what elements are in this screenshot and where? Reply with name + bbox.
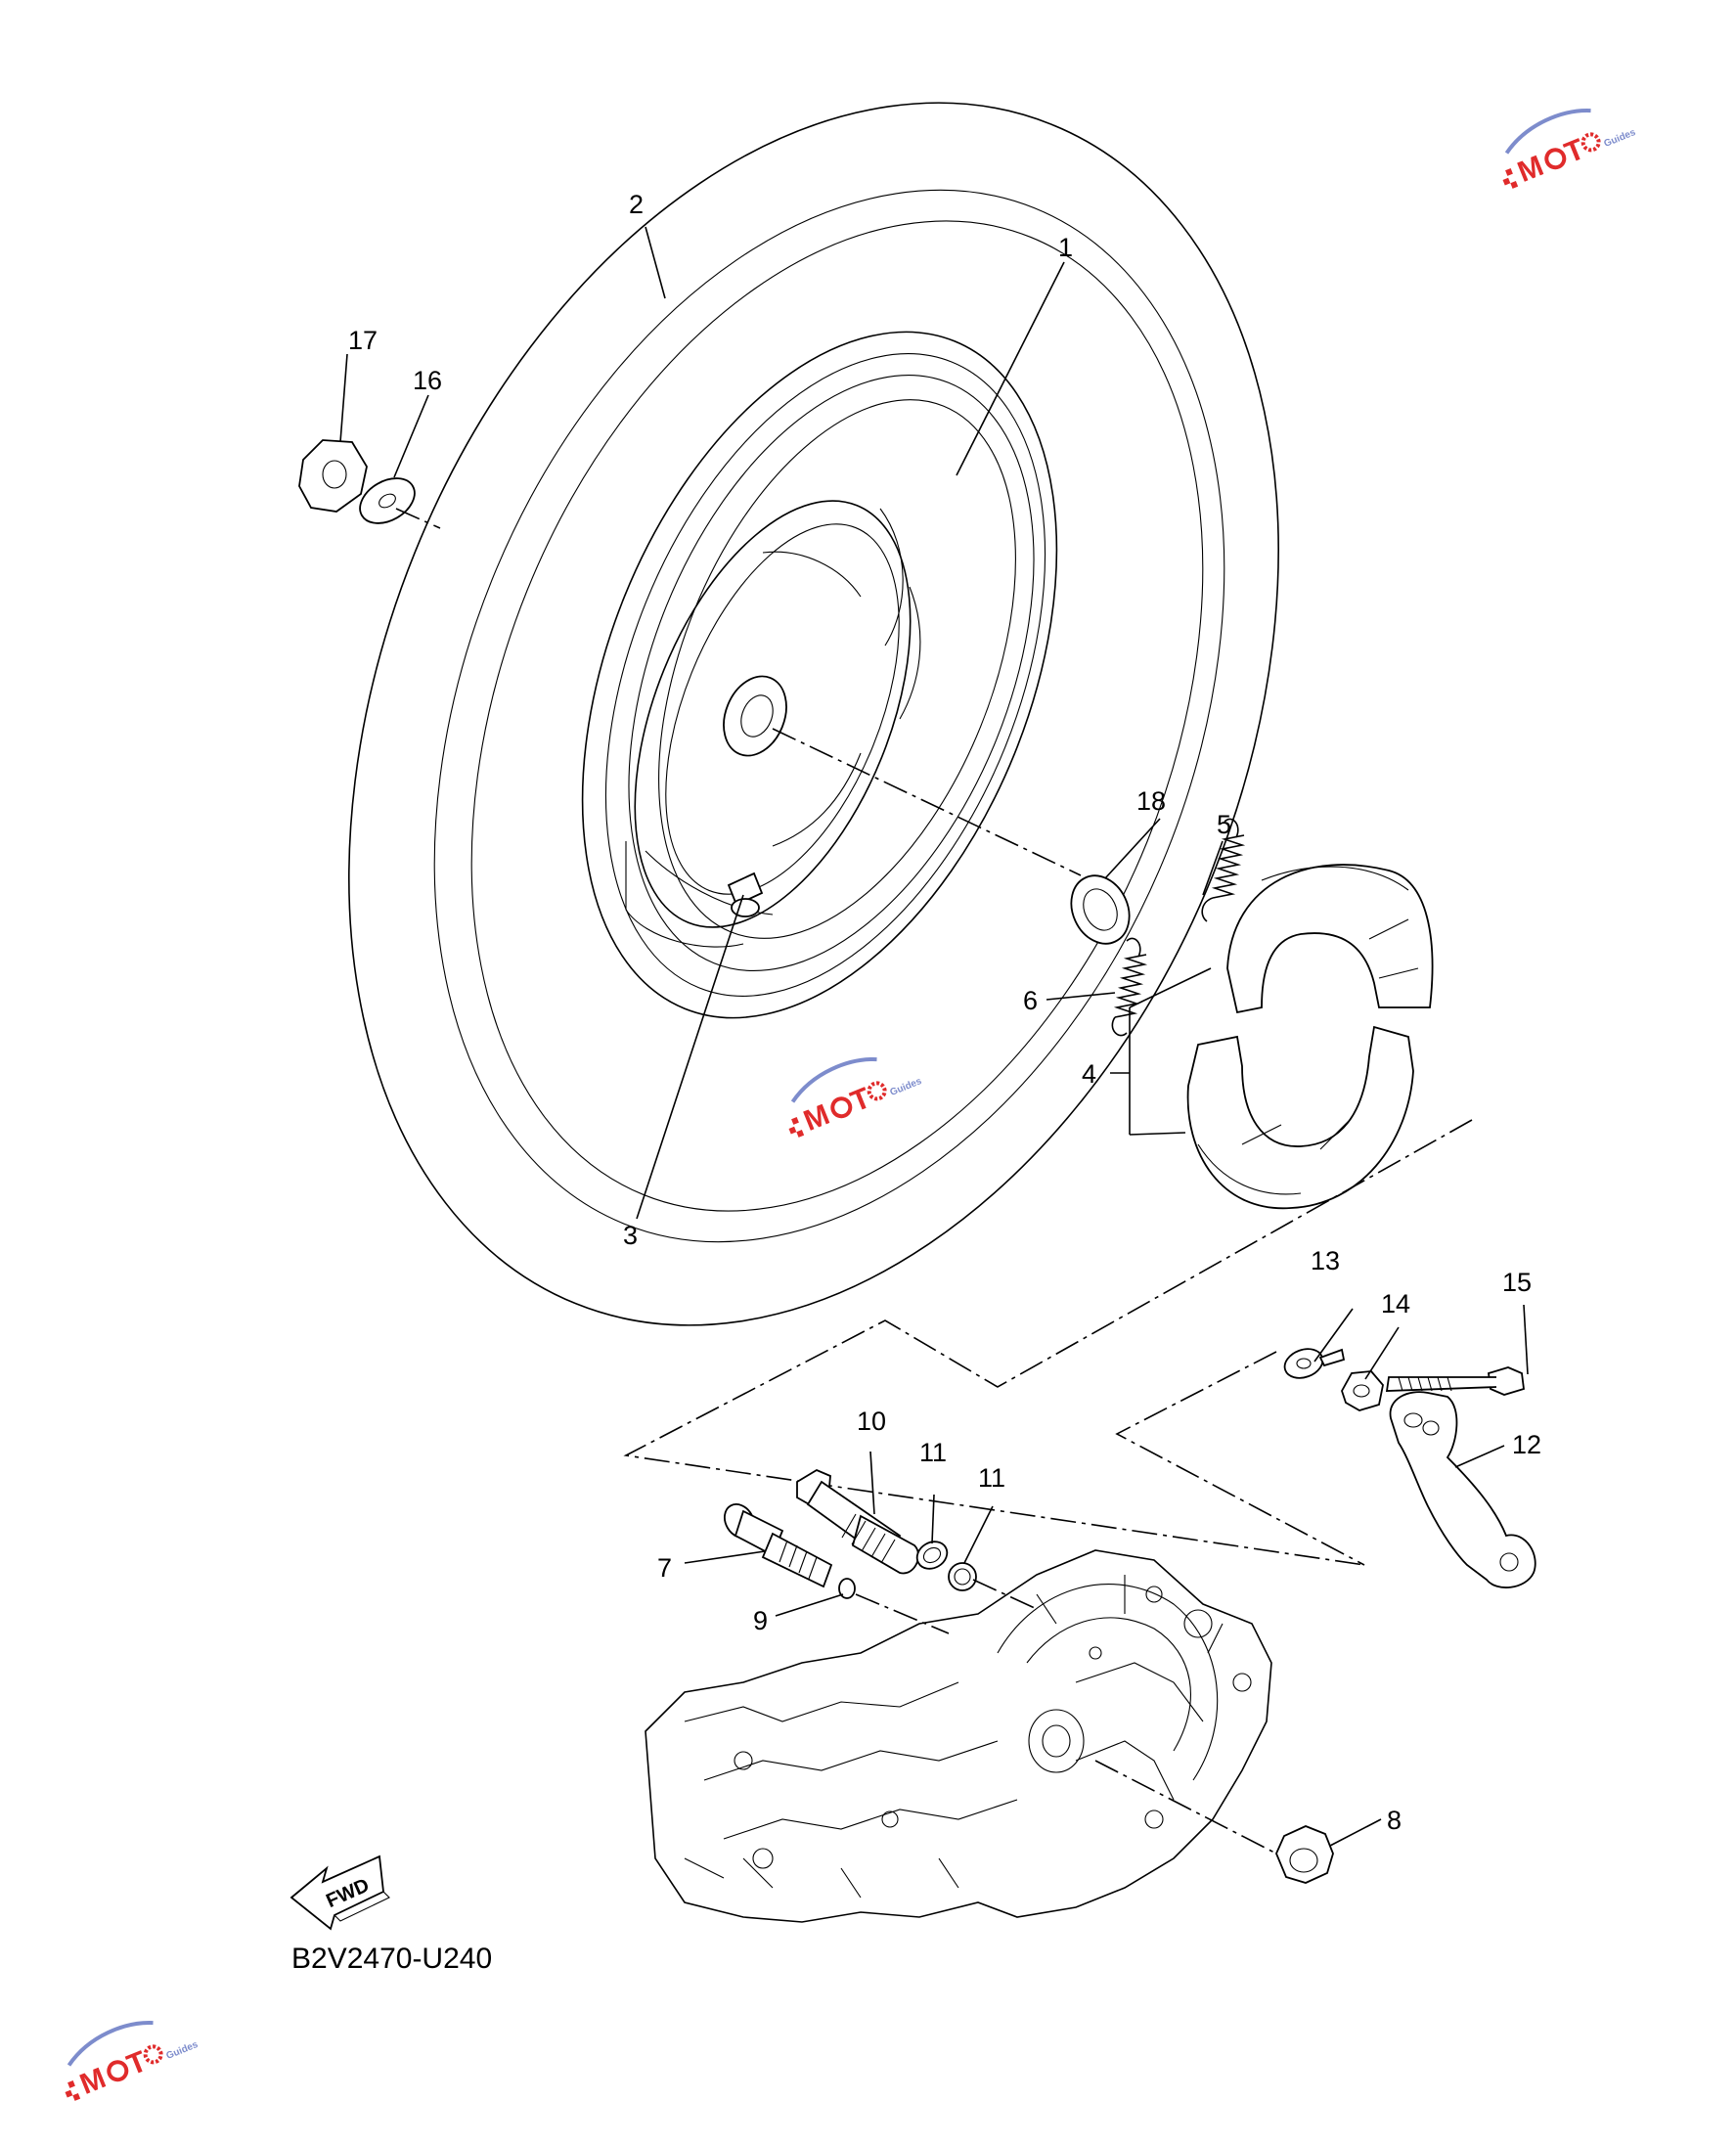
callout-4: 4 <box>1082 1059 1096 1089</box>
washer-14 <box>1341 1370 1384 1411</box>
o-ring-11-right <box>948 1562 977 1591</box>
watermark-center: M T Guides <box>788 1057 924 1138</box>
callout-labels: 1 2 3 4 5 6 7 8 9 10 11 11 12 13 14 15 1… <box>348 190 1541 1835</box>
watermark-tagline: Guides <box>165 2039 200 2062</box>
callout-5: 5 <box>1217 810 1231 839</box>
watermark-letter-m: M <box>75 2062 111 2101</box>
nut-17 <box>298 439 368 513</box>
callout-10: 10 <box>857 1407 886 1436</box>
callout-14: 14 <box>1381 1289 1410 1318</box>
callout-18: 18 <box>1136 786 1166 816</box>
callout-8: 8 <box>1387 1806 1402 1835</box>
bolt-15 <box>1385 1366 1525 1396</box>
callout-7: 7 <box>657 1553 672 1583</box>
fwd-arrow-icon <box>289 1855 390 1931</box>
watermark-top-right: M T Guides <box>1502 109 1638 189</box>
watermark-tagline: Guides <box>1603 127 1638 150</box>
watermark-o-ring <box>830 1096 853 1119</box>
callout-13: 13 <box>1311 1246 1340 1275</box>
tire <box>348 102 1279 1326</box>
indicator-plate-13 <box>1283 1348 1346 1379</box>
callout-12: 12 <box>1512 1430 1541 1459</box>
watermark-o-ring <box>1544 148 1567 170</box>
moto-guides-logo-icon <box>788 1057 877 1138</box>
callout-6: 6 <box>1023 986 1038 1015</box>
moto-guides-logo-icon <box>65 2021 154 2101</box>
watermark-tagline: Guides <box>889 1076 924 1098</box>
forward-direction-arrow: FWD <box>289 1855 390 1931</box>
spring-5 <box>1201 818 1246 922</box>
washer-16 <box>359 477 416 524</box>
diagram-code: B2V2470-U240 <box>291 1943 492 1975</box>
callout-11-left: 11 <box>919 1438 947 1467</box>
rear-wheel-assembly <box>348 102 1279 1326</box>
flange-nut-8 <box>1275 1825 1334 1884</box>
gear-icon <box>867 1081 887 1101</box>
spring-6 <box>1111 937 1148 1037</box>
callout-9: 9 <box>753 1606 768 1635</box>
watermark-letter-m: M <box>799 1098 834 1138</box>
pin-7 <box>724 1503 833 1588</box>
gear-icon <box>143 2044 163 2065</box>
brake-shoe-lower <box>1186 1025 1414 1210</box>
watermark-bottom-left: M T Guides <box>65 2021 200 2101</box>
watermark-letter-m: M <box>1513 150 1548 189</box>
callout-2: 2 <box>629 190 644 219</box>
callout-11-right: 11 <box>978 1463 1005 1493</box>
gear-icon <box>1580 132 1601 153</box>
callout-17: 17 <box>348 326 378 355</box>
o-ring-9 <box>838 1578 856 1599</box>
watermark-o-ring <box>107 2060 129 2082</box>
callout-3: 3 <box>623 1221 638 1250</box>
washer-18 <box>1070 874 1131 945</box>
brake-cam-lever-12 <box>1389 1391 1536 1588</box>
callout-15: 15 <box>1502 1268 1532 1297</box>
moto-guides-logo-icon <box>1502 109 1591 189</box>
brake-camshaft-10 <box>796 1468 919 1575</box>
brake-shoe-upper <box>1226 864 1434 1014</box>
leader-lines <box>339 226 1529 1847</box>
o-ring-11-left <box>915 1541 949 1570</box>
callout-16: 16 <box>413 366 442 395</box>
valve-stem <box>727 871 764 917</box>
wheel-rim <box>581 331 1058 1019</box>
crankcase <box>645 1549 1272 1923</box>
callout-1: 1 <box>1058 233 1073 262</box>
